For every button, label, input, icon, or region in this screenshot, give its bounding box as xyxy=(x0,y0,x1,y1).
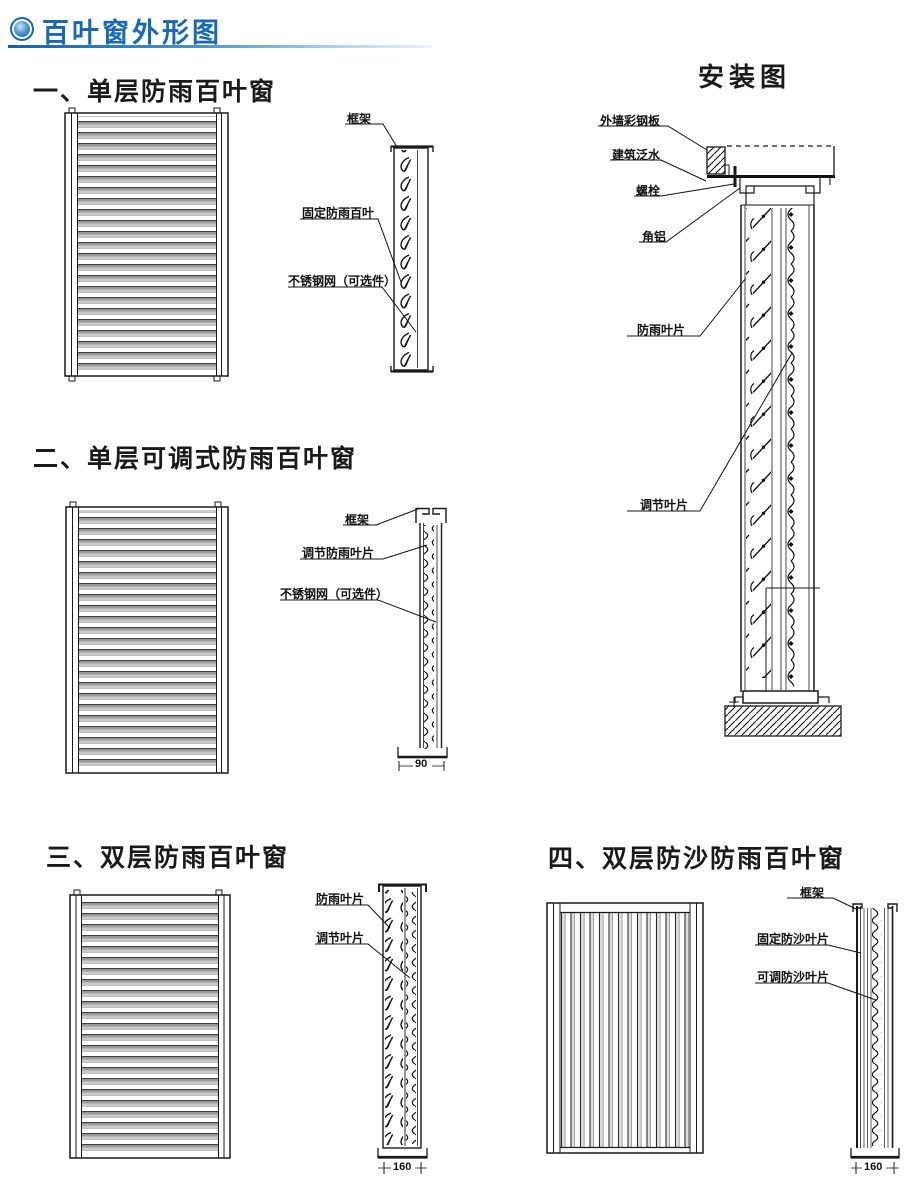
bullseye-icon xyxy=(10,17,34,41)
s2-mesh-label: 不锈钢网（可选件） xyxy=(280,587,389,601)
section3-heading: 三、双层防雨百叶窗 xyxy=(46,844,290,872)
install-bolt-label: 螺栓 xyxy=(636,184,661,198)
section2-heading: 二、单层可调式防雨百叶窗 xyxy=(33,445,358,473)
section3-side-view xyxy=(377,883,428,1174)
install-wall-and-beam xyxy=(706,145,835,205)
section1-leader-lines xyxy=(288,123,417,333)
page-title: 百叶窗外形图 xyxy=(42,18,222,48)
install-louver-column xyxy=(740,204,820,692)
s2-depth-dimension: 90 xyxy=(415,758,428,770)
section4-leader-lines xyxy=(755,897,877,1001)
s1-mesh-label: 不锈钢网（可选件） xyxy=(288,274,397,288)
s2-frame-label: 框架 xyxy=(345,513,370,527)
install-rain-blade-label: 防雨叶片 xyxy=(637,323,686,337)
install-diagram-title: 安装图 xyxy=(698,62,792,92)
section1-front-view xyxy=(64,107,229,382)
s4-depth-dimension: 160 xyxy=(864,1161,883,1173)
section2-front-view xyxy=(65,501,229,774)
section4-heading: 四、双层防沙防雨百叶窗 xyxy=(548,845,846,873)
install-flashing-label: 建筑泛水 xyxy=(612,148,661,162)
install-adjust-blade-label: 调节叶片 xyxy=(640,498,689,512)
section3-leader-lines xyxy=(315,904,411,979)
section1-heading: 一、单层防雨百叶窗 xyxy=(33,78,277,106)
section1-side-view xyxy=(390,145,434,373)
s4-fixed-sand-label: 固定防沙叶片 xyxy=(757,932,830,946)
header-underline xyxy=(8,45,432,48)
s2-adjust-blade-label: 调节防雨叶片 xyxy=(302,546,375,560)
install-base xyxy=(724,690,842,737)
section4-side-view xyxy=(850,903,900,1174)
s4-adjust-sand-label: 可调防沙叶片 xyxy=(757,970,830,984)
install-leader-lines xyxy=(598,125,793,512)
section2-leader-lines xyxy=(280,508,437,623)
install-wall-panel-label: 外墙彩钢板 xyxy=(600,114,661,128)
s4-frame-label: 框架 xyxy=(800,886,825,900)
section3-front-view xyxy=(69,889,231,1159)
s3-depth-dimension: 160 xyxy=(393,1161,412,1173)
section4-front-view xyxy=(546,902,704,1154)
s3-adjust-blade-label: 调节叶片 xyxy=(316,931,365,945)
install-angle-aluminum-label: 角铝 xyxy=(642,230,667,244)
s3-rain-blade-label: 防雨叶片 xyxy=(316,892,365,906)
s1-fixed-louver-label: 固定防雨百叶 xyxy=(302,206,375,220)
s1-frame-label: 框架 xyxy=(347,112,372,126)
section2-side-view xyxy=(397,507,448,771)
